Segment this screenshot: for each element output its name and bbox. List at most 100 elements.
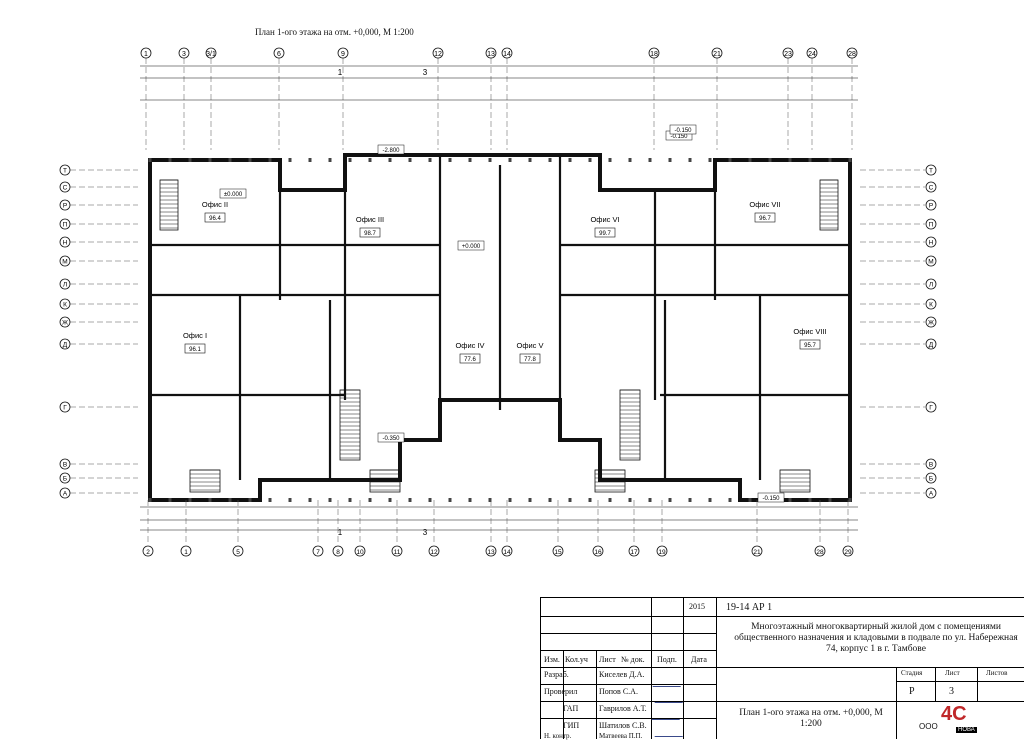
axis-label: 13: [487, 51, 495, 58]
axis-label: П: [63, 222, 68, 229]
role-proveril: Проверил: [544, 687, 578, 696]
axis-label: В: [929, 462, 933, 469]
stage-label: Стадия: [901, 669, 923, 677]
wall-hatch: [248, 498, 252, 502]
axis-label: 9: [341, 51, 345, 58]
wall-hatch: [468, 498, 472, 502]
axis-label: 29: [844, 549, 852, 556]
wall-hatch: [508, 158, 512, 162]
wall-hatch: [268, 158, 272, 162]
axis-bubble: [925, 298, 937, 310]
wall-hatch: [728, 498, 732, 502]
wall-hatch: [488, 158, 492, 162]
axis-label: 28: [848, 51, 856, 58]
axis-label: Ж: [62, 320, 68, 327]
wall-hatch: [628, 498, 632, 502]
axis-label: Б: [929, 476, 933, 483]
axis-bubble: [501, 545, 513, 557]
name-proveril: Попов С.А.: [599, 687, 638, 696]
axis-label: А: [63, 491, 68, 498]
axis-bubble: [59, 472, 71, 484]
wall-hatch: [548, 498, 552, 502]
axis-bubble: [312, 545, 324, 557]
axis-bubble: [925, 164, 937, 176]
level-mark: -2.800: [382, 148, 400, 154]
role-gap: ГАП: [563, 704, 579, 713]
sheet-value: 3: [949, 686, 954, 697]
axis-bubble: [925, 218, 937, 230]
wall-hatch: [308, 498, 312, 502]
axis-bubble: [552, 545, 564, 557]
wall-hatch: [228, 158, 232, 162]
axis-bubble: [925, 401, 937, 413]
signature-1: [652, 678, 686, 687]
section-mark: 1: [338, 528, 343, 537]
room-name: Офис II: [202, 200, 228, 209]
signature-3: [651, 711, 685, 720]
axis-bubble: [432, 47, 444, 59]
building-walls: [148, 153, 852, 502]
axis-bubble: [814, 545, 826, 557]
org-logo: 4C: [941, 703, 967, 725]
axis-bubble: [178, 47, 190, 59]
col-sign: Подп.: [657, 655, 677, 664]
wall-hatch: [608, 498, 612, 502]
wall-hatch: [348, 158, 352, 162]
axis-label: Д: [63, 342, 68, 349]
wall-hatch: [828, 158, 832, 162]
axis-bubble: [59, 236, 71, 248]
wall-hatch: [668, 158, 672, 162]
wall-hatch: [328, 158, 332, 162]
sheet-title: План 1-ого этажа на отм. +0,000, М 1:200: [739, 708, 883, 729]
room-name: Офис VII: [749, 200, 780, 209]
axis-label: С: [929, 185, 934, 192]
drawing-title: План 1-ого этажа на отм. +0,000, М 1:200: [255, 27, 414, 37]
axis-label: 14: [503, 549, 511, 556]
axis-bubble: [846, 47, 858, 59]
room-area-box: [184, 343, 206, 354]
role-razrab: Разраб.: [544, 670, 569, 679]
room-area: 96.4: [209, 216, 221, 222]
wall-hatch: [528, 158, 532, 162]
axis-bubble: [628, 545, 640, 557]
wall-hatch: [388, 158, 392, 162]
wall-hatch: [428, 158, 432, 162]
axis-label: М: [928, 259, 933, 266]
section-mark: 3: [423, 68, 428, 77]
wall-hatch: [568, 498, 572, 502]
wall-hatch: [288, 158, 292, 162]
axis-label: 5: [236, 549, 240, 556]
axis-label: 21: [713, 51, 721, 58]
room-area-box: [754, 212, 776, 223]
axis-bubble: [59, 278, 71, 290]
axis-label: 15: [554, 549, 562, 556]
axis-bubble: [485, 47, 497, 59]
name-gip: Шатилов С.В.: [599, 721, 647, 730]
room-name: Офис VIII: [793, 327, 826, 336]
axis-label: 12: [434, 51, 442, 58]
stair: [189, 469, 221, 493]
axis-bubble: [273, 47, 285, 59]
wall-hatch: [408, 158, 412, 162]
axis-label: 3: [182, 51, 186, 58]
axis-label: 6: [277, 51, 281, 58]
axis-bubble: [391, 545, 403, 557]
axis-label: 17: [630, 549, 638, 556]
stair: [819, 179, 839, 231]
wall-hatch: [328, 498, 332, 502]
level-box: [757, 492, 785, 503]
wall-hatch: [688, 158, 692, 162]
axis-bubble: [806, 47, 818, 59]
level-mark: -0.350: [382, 436, 400, 442]
axis-bubble: [59, 255, 71, 267]
sheets-label: Листов: [986, 669, 1008, 677]
wall-hatch: [548, 158, 552, 162]
role-nkontr: Н. контр.: [544, 732, 572, 740]
axis-bubble: [501, 47, 513, 59]
wall-hatch: [808, 158, 812, 162]
name-nkontr: Матвеева П.П.: [599, 732, 643, 740]
level-box: [377, 432, 405, 443]
